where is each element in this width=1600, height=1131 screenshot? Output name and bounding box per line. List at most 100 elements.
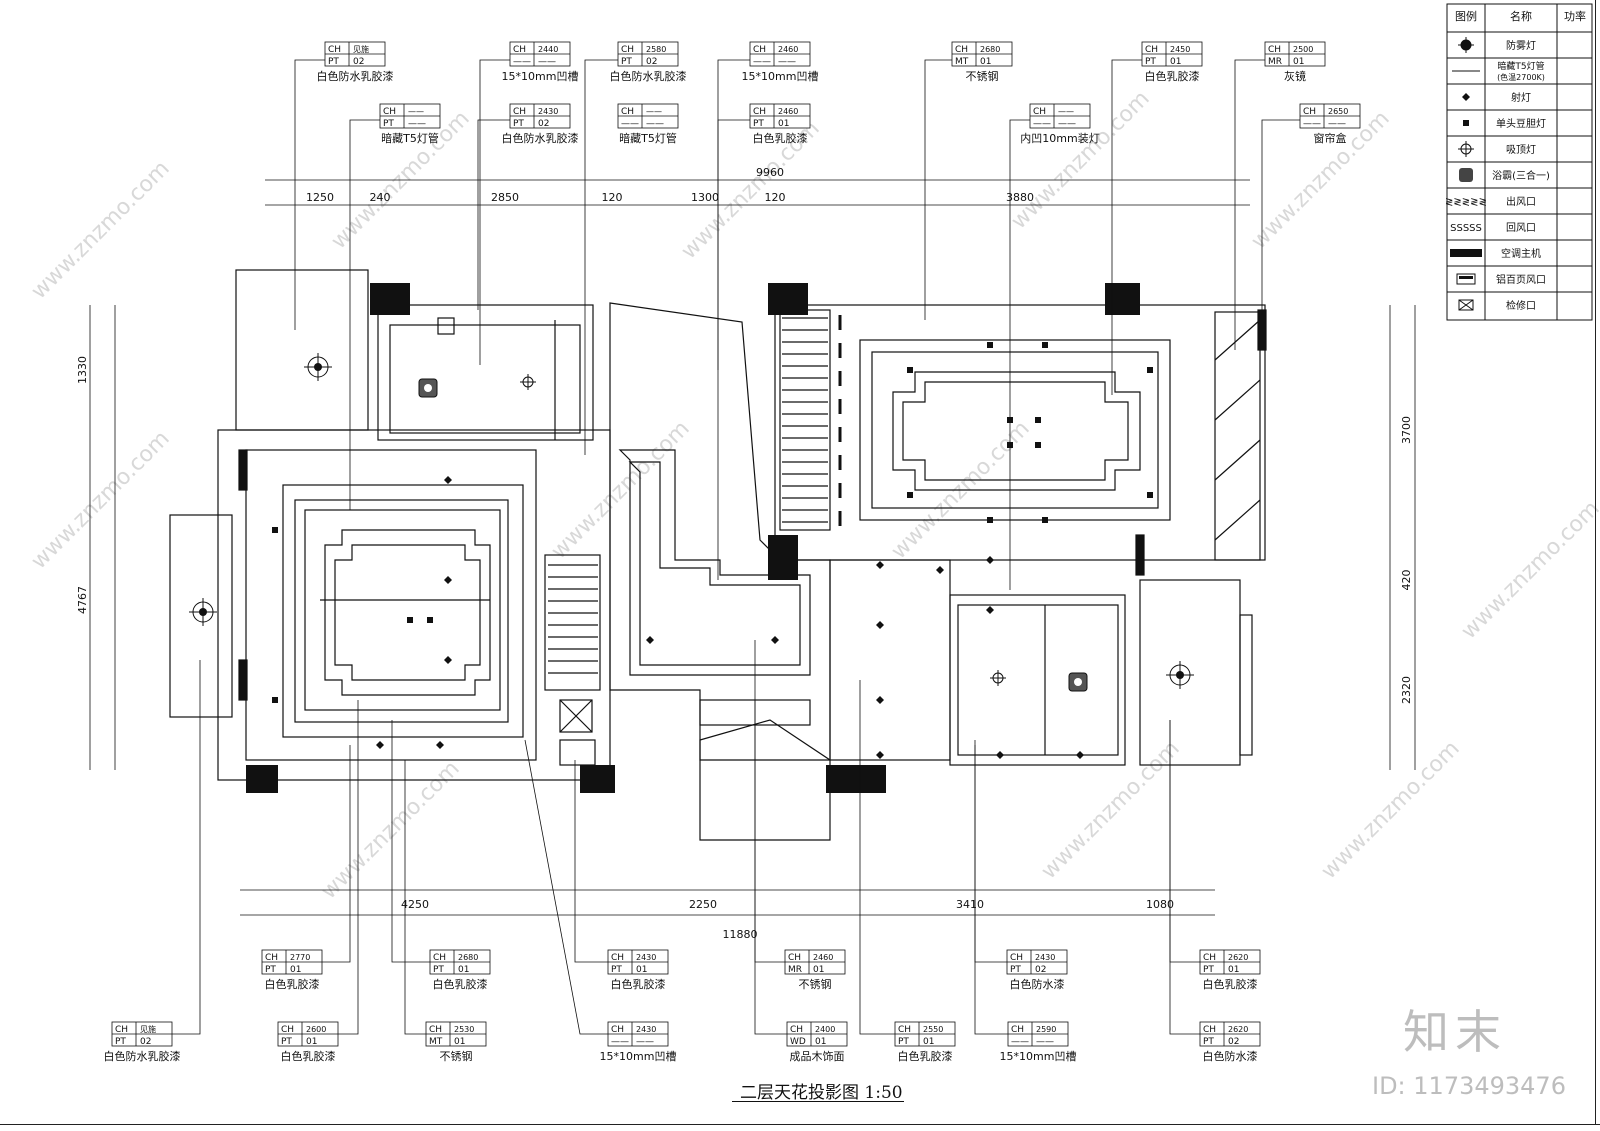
dim-top-overall: 9960 bbox=[756, 166, 784, 179]
dim-right-segment: 3700 bbox=[1400, 416, 1413, 444]
kitchen-ceiling bbox=[957, 604, 1119, 756]
icon-shape bbox=[1450, 249, 1482, 257]
legend-name: 浴霸(三合一) bbox=[1492, 169, 1550, 182]
icon-shape bbox=[1463, 120, 1469, 126]
spotlight-icon bbox=[876, 696, 884, 704]
tag-label: 不锈钢 bbox=[440, 1050, 473, 1063]
tag-ch-value: 2460 bbox=[778, 107, 798, 116]
spotlight-icon bbox=[986, 556, 994, 564]
tag-code: —— bbox=[1033, 119, 1051, 129]
tag-num: —— bbox=[1328, 119, 1346, 129]
legend-name: 检修口 bbox=[1506, 299, 1536, 312]
frame-bottom bbox=[0, 1124, 1600, 1125]
tag-num: 01 bbox=[290, 965, 301, 975]
tag-code: PT bbox=[1145, 57, 1156, 67]
tag-num: 02 bbox=[646, 57, 657, 67]
single-grille-lamp-icon bbox=[1007, 442, 1013, 448]
tag-label: 15*10mm凹槽 bbox=[600, 1050, 677, 1063]
tag-code: PT bbox=[621, 57, 632, 67]
structural-columns bbox=[246, 283, 1140, 793]
stair-void bbox=[699, 719, 831, 841]
tag-code: PT bbox=[433, 965, 444, 975]
dim-top-segment: 1250 bbox=[306, 191, 334, 204]
leader-line bbox=[1234, 59, 1265, 350]
leader-line bbox=[338, 700, 359, 1035]
bath-heater-icon bbox=[418, 378, 438, 398]
right-balcony-window bbox=[1239, 614, 1253, 756]
icon-shape bbox=[1459, 276, 1473, 279]
leader-line bbox=[584, 59, 618, 455]
legend-name: 回风口 bbox=[1506, 222, 1536, 234]
living-ac-grille bbox=[779, 309, 831, 531]
tag-code: PT bbox=[513, 119, 524, 129]
watermark-text: www.znzmo.com bbox=[1037, 736, 1185, 884]
icon-shape bbox=[1458, 299, 1474, 311]
tag-label: 白色乳胶漆 bbox=[281, 1049, 336, 1063]
leader-line bbox=[524, 739, 608, 1035]
dim-top-segment: 120 bbox=[602, 191, 623, 204]
title-underline bbox=[732, 1101, 904, 1102]
tag-ch-value: 2460 bbox=[778, 45, 798, 54]
icon-shape bbox=[1459, 168, 1473, 182]
tag-num: 01 bbox=[923, 1037, 934, 1047]
tag-num: 01 bbox=[980, 57, 991, 67]
icon-shape bbox=[1458, 299, 1474, 311]
leader-line bbox=[717, 119, 750, 370]
tag-code: MR bbox=[788, 965, 802, 975]
tag-num: 02 bbox=[140, 1037, 151, 1047]
tag-ch-key: CH bbox=[1268, 45, 1281, 55]
tag-label: 不锈钢 bbox=[966, 70, 999, 83]
tag-ch-key: CH bbox=[753, 45, 766, 55]
corridor-ceiling bbox=[618, 449, 811, 676]
aluminum-louver-vent-icon bbox=[1257, 309, 1267, 351]
single-grille-lamp-icon bbox=[987, 517, 993, 523]
tag-label: 白色乳胶漆 bbox=[898, 1049, 953, 1063]
tag-code: PT bbox=[281, 1037, 292, 1047]
tag-num: 02 bbox=[353, 57, 364, 67]
tag-ch-value: 2620 bbox=[1228, 1025, 1248, 1034]
tag-ch-value: 2680 bbox=[458, 953, 478, 962]
tag-num: —— bbox=[1058, 119, 1076, 129]
tag-ch-key: CH bbox=[265, 953, 278, 963]
tag-label: 白色乳胶漆 bbox=[1203, 977, 1258, 991]
icon-shape bbox=[1456, 273, 1476, 285]
tag-label: 白色防水乳胶漆 bbox=[502, 131, 579, 145]
tag-ch-key: CH bbox=[513, 107, 526, 117]
spotlight-icon bbox=[876, 751, 884, 759]
tag-ch-key: CH bbox=[328, 45, 341, 55]
watermark-text: www.znzmo.com bbox=[27, 156, 175, 304]
leader-line bbox=[1261, 119, 1300, 315]
supply-air-outlet-icon: ≷≷≷≷≷ bbox=[1445, 197, 1487, 208]
single-grille-lamp-icon bbox=[907, 367, 913, 373]
spotlight-icon bbox=[771, 636, 779, 644]
tag-num: 02 bbox=[1228, 1037, 1239, 1047]
dim-bottom-overall: 11880 bbox=[723, 928, 758, 941]
tag-ch-value: 2580 bbox=[646, 45, 666, 54]
dim-top-segment: 240 bbox=[370, 191, 391, 204]
bedroom-stepped-ceiling bbox=[324, 529, 491, 696]
dim-bottom-segment: 4250 bbox=[401, 898, 429, 911]
tag-ch-key: CH bbox=[383, 107, 396, 117]
dim-bottom-segment: 1080 bbox=[1146, 898, 1174, 911]
tag-code: MT bbox=[429, 1037, 443, 1047]
leader-line bbox=[349, 119, 380, 510]
tag-ch-key: CH bbox=[621, 107, 634, 117]
single-grille-lamp-icon bbox=[907, 492, 913, 498]
watermark-text: www.znzmo.com bbox=[1457, 496, 1600, 644]
spotlight-icon bbox=[876, 621, 884, 629]
curtain-box bbox=[1214, 311, 1261, 561]
floor-plan bbox=[169, 269, 1267, 841]
single-grille-lamp-icon bbox=[1147, 367, 1153, 373]
left-wall-outer bbox=[217, 429, 611, 781]
tag-ch-value: 2650 bbox=[1328, 107, 1348, 116]
leader-line bbox=[172, 660, 201, 1035]
tag-ch-value: 见施 bbox=[140, 1024, 156, 1034]
